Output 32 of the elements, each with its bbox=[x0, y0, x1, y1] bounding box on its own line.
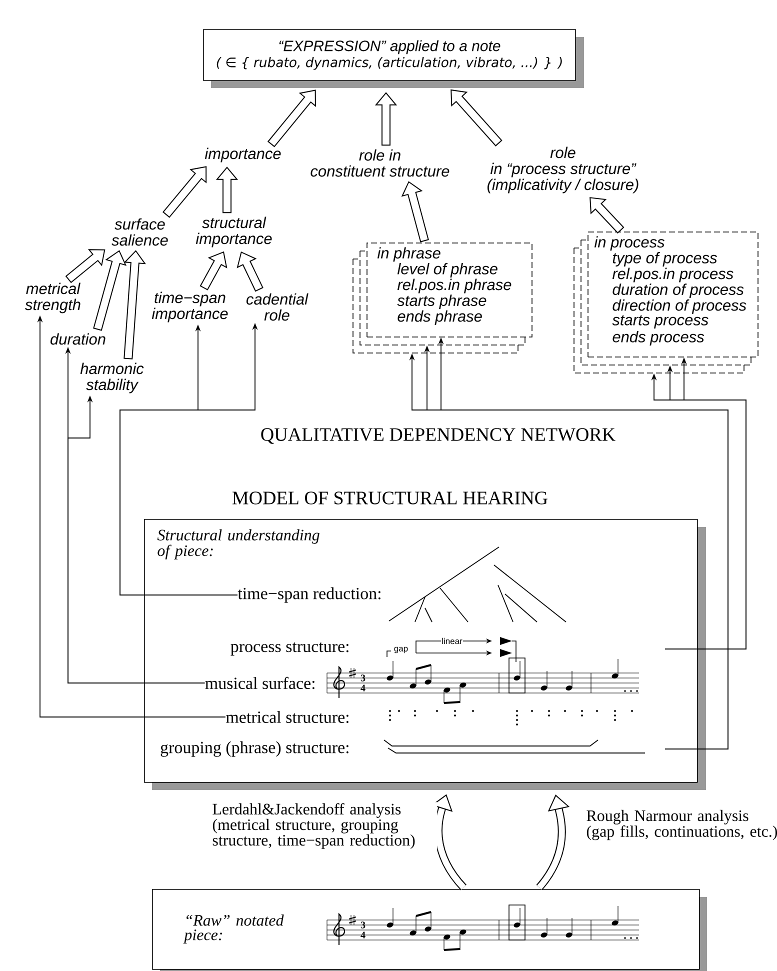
arrow bbox=[162, 166, 207, 218]
concept-label: importance bbox=[204, 148, 281, 162]
concept-label: time−span importance bbox=[152, 292, 228, 322]
panel-heading: MODEL OF STRUCTURAL HEARING bbox=[232, 492, 548, 504]
edge-label: Lerdahl&Jackendoff analysis (metrical structure, grouping structure, time−span reduction) bbox=[211, 802, 438, 850]
row-label: grouping (phrase) structure: bbox=[160, 741, 348, 757]
panel-subheading: Structural understanding of piece: bbox=[157, 529, 320, 560]
row-label: musical surface: bbox=[205, 676, 314, 690]
concept-label: structural importance bbox=[196, 216, 272, 248]
row-label: time−span reduction: bbox=[238, 587, 380, 603]
arrow bbox=[124, 250, 146, 360]
concept-label: cadential role bbox=[246, 293, 308, 321]
arrow bbox=[450, 89, 502, 146]
arrow bbox=[374, 92, 398, 146]
edge-label: Rough Narmour analysis (gap fills, continuations, etc.) bbox=[585, 808, 777, 842]
concept-label: role in “process structure” (implicativity / closure) bbox=[488, 146, 638, 194]
concept-label: role in constituent structure bbox=[310, 149, 450, 177]
concept-label: surface salience bbox=[112, 218, 168, 246]
arrow bbox=[200, 251, 228, 290]
arrow bbox=[216, 166, 238, 214]
concept-label: metrical strength bbox=[25, 282, 80, 314]
heading: QUALITATIVE DEPENDENCY NETWORK bbox=[261, 428, 616, 444]
arrow bbox=[401, 181, 429, 242]
concept-label: duration bbox=[50, 333, 106, 345]
arrow bbox=[93, 250, 127, 331]
concept-label: harmonic stability bbox=[80, 362, 144, 394]
arrow bbox=[236, 251, 264, 292]
row-label: metrical structure: bbox=[226, 711, 348, 724]
time-signature-digit: 4 bbox=[360, 684, 366, 692]
row-label: process structure: bbox=[230, 642, 348, 656]
expression-box: “EXPRESSION” applied to a note ( ∈ { rubato, dynamics, (articulation, vibrato, ...) } ) bbox=[203, 29, 584, 88]
time-signature-digit: 3 bbox=[360, 674, 366, 682]
